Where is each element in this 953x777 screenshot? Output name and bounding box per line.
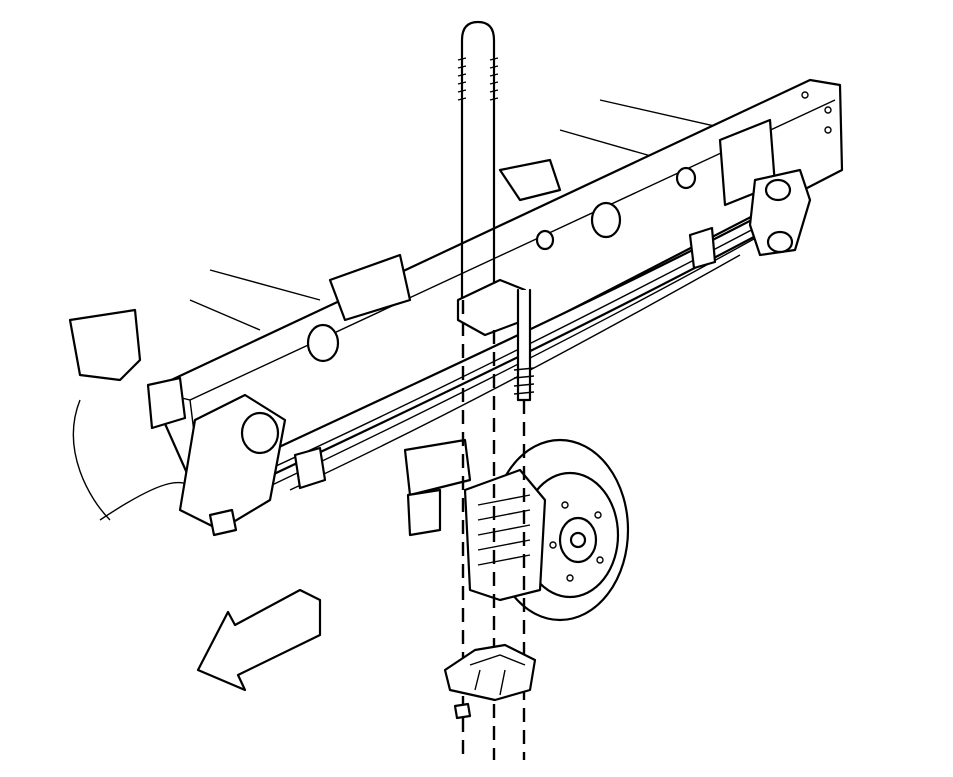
frame-rail [148,78,844,482]
lower-spring-seat [443,643,537,702]
front-spring-hanger [178,393,287,537]
frame-bracket-left [68,308,187,430]
background-body-outline [72,99,821,521]
axle-bracket [403,438,472,537]
front-direction-arrow-icon [196,588,322,692]
nut [453,702,472,720]
rear-shackle [748,168,812,257]
spring-plate [456,278,535,402]
brake-caliper [463,468,547,602]
u-bolt [457,20,499,302]
